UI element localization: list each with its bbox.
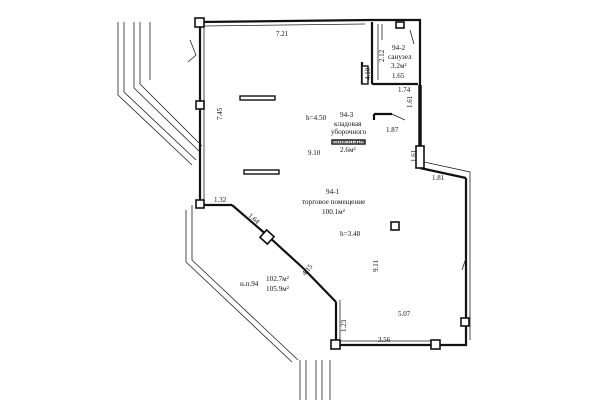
stair-lines-upper-left xyxy=(117,22,203,166)
room-sales: 94-1 торговое помещение 100.1м² xyxy=(302,188,365,216)
bath-partition xyxy=(361,65,369,85)
area-gross: 105.9м² xyxy=(266,285,289,293)
dim-right-wall: 9.11 xyxy=(372,260,380,272)
dim-diag-upper: 1.64 xyxy=(247,212,262,226)
dim-bath-small: 4.10 xyxy=(364,67,372,80)
beam xyxy=(239,95,276,101)
exterior-diagonal xyxy=(185,205,299,363)
bathroom-area: 3.2м² xyxy=(391,62,407,70)
column xyxy=(258,228,276,246)
column xyxy=(195,199,205,209)
dim-bath-width-1: 1.65 xyxy=(392,72,405,80)
dim-right-jog: 1.61 xyxy=(410,149,418,162)
beams xyxy=(239,65,369,175)
bath-fixture xyxy=(395,21,405,29)
area-total: 102.7м² xyxy=(266,275,289,283)
column xyxy=(415,145,425,169)
column xyxy=(194,17,205,28)
door-marks xyxy=(187,29,467,271)
dim-room-width: 5.07 xyxy=(398,310,411,318)
unit-number: н.п.94 xyxy=(240,280,259,288)
sales-name: торговое помещение xyxy=(302,198,365,206)
dim-bath-height: 2.12 xyxy=(378,49,386,62)
beam xyxy=(243,169,280,175)
dim-right-top: 1.81 xyxy=(432,174,445,182)
dim-storage-diag: 9.10 xyxy=(308,149,321,157)
dim-top-wall: 7.21 xyxy=(276,30,289,38)
stair-lines-bottom xyxy=(299,360,331,400)
room-bathroom: 94-2 санузел 3.2м² xyxy=(388,44,412,70)
dim-left-wall: 7.45 xyxy=(216,107,224,120)
storage-name-2: уборочного xyxy=(331,128,367,136)
columns xyxy=(194,17,470,350)
storage-name-1: кладовая xyxy=(334,120,362,128)
height-upper: h=4.50 xyxy=(306,114,327,122)
bathroom-number: 94-2 xyxy=(392,44,406,52)
unit-totals: н.п.94 102.7м² 105.9м² xyxy=(240,275,289,293)
column xyxy=(390,221,400,231)
storage-walls xyxy=(372,112,406,121)
dim-storage-depth: 1.61 xyxy=(406,95,414,108)
sales-number: 94-1 xyxy=(326,188,340,196)
dimension-labels: 7.21 7.45 2.12 1.65 1.74 4.10 1.61 1.87 … xyxy=(214,30,445,344)
sales-area: 100.1м² xyxy=(322,208,345,216)
dim-diag-lower: 4.15 xyxy=(300,262,314,277)
storage-name-3: инвентаря xyxy=(333,137,365,145)
outer-walls xyxy=(198,18,471,347)
column xyxy=(330,339,341,350)
column xyxy=(430,339,441,350)
dim-storage-width: 1.87 xyxy=(386,126,399,134)
dim-bath-width-2: 1.74 xyxy=(398,86,411,94)
column xyxy=(460,317,470,327)
dim-bottom-small: 1.23 xyxy=(340,319,348,332)
dim-left-notch: 1.32 xyxy=(214,196,227,204)
room-storage: 94-3 кладовая уборочного инвентаря 2.6м² xyxy=(331,111,367,154)
height-lower: h=3.48 xyxy=(340,230,361,238)
dim-bottom-wall: 3.56 xyxy=(378,336,391,344)
storage-number: 94-3 xyxy=(340,111,354,119)
column xyxy=(195,100,205,110)
storage-area: 2.6м² xyxy=(340,146,356,154)
bathroom-name: санузел xyxy=(388,53,412,61)
beam xyxy=(331,139,366,145)
